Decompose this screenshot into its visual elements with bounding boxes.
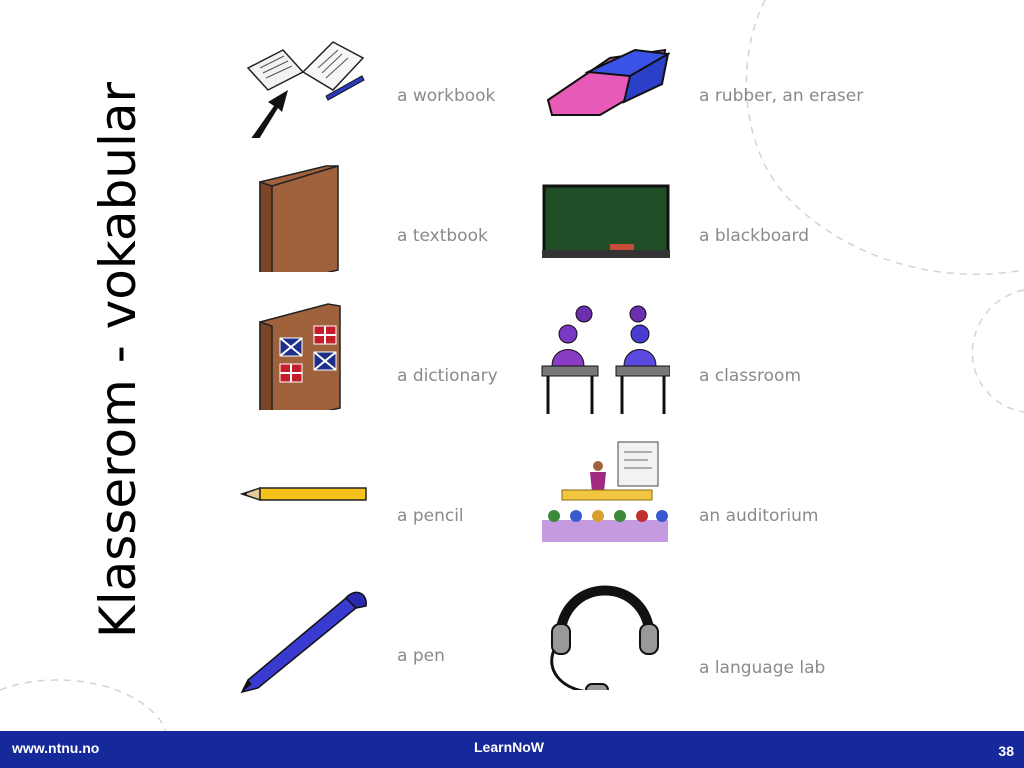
- label-dictionary: a dictionary: [397, 366, 498, 386]
- label-language-lab: a language lab: [699, 658, 826, 678]
- label-pencil: a pencil: [397, 506, 464, 526]
- page-number: 38: [998, 743, 1014, 759]
- label-blackboard: a blackboard: [699, 226, 810, 246]
- label-textbook: a textbook: [397, 226, 488, 246]
- auditorium-icon: [540, 438, 670, 548]
- footer-url[interactable]: www.ntnu.no: [12, 740, 100, 756]
- label-workbook: a workbook: [397, 86, 496, 106]
- label-auditorium: an auditorium: [699, 506, 819, 526]
- headset-icon: [540, 580, 670, 690]
- textbook-icon: [238, 162, 368, 272]
- label-pen: a pen: [397, 646, 445, 666]
- title-area: Klasserom - vokabular: [78, 80, 158, 640]
- pencil-icon: [238, 440, 368, 550]
- classroom-icon: [540, 304, 670, 414]
- pen-icon: [238, 584, 368, 694]
- label-classroom: a classroom: [699, 366, 801, 386]
- eraser-icon: [540, 40, 670, 150]
- workbook-icon: [238, 28, 368, 138]
- footer-bar: www.ntnu.no LearnNoW 38: [0, 731, 1024, 768]
- page-title: Klasserom - vokabular: [89, 81, 147, 639]
- dictionary-icon: [238, 300, 368, 410]
- footer-brand: LearnNoW: [474, 739, 544, 755]
- blackboard-icon: [540, 180, 670, 290]
- label-eraser: a rubber, an eraser: [699, 86, 864, 106]
